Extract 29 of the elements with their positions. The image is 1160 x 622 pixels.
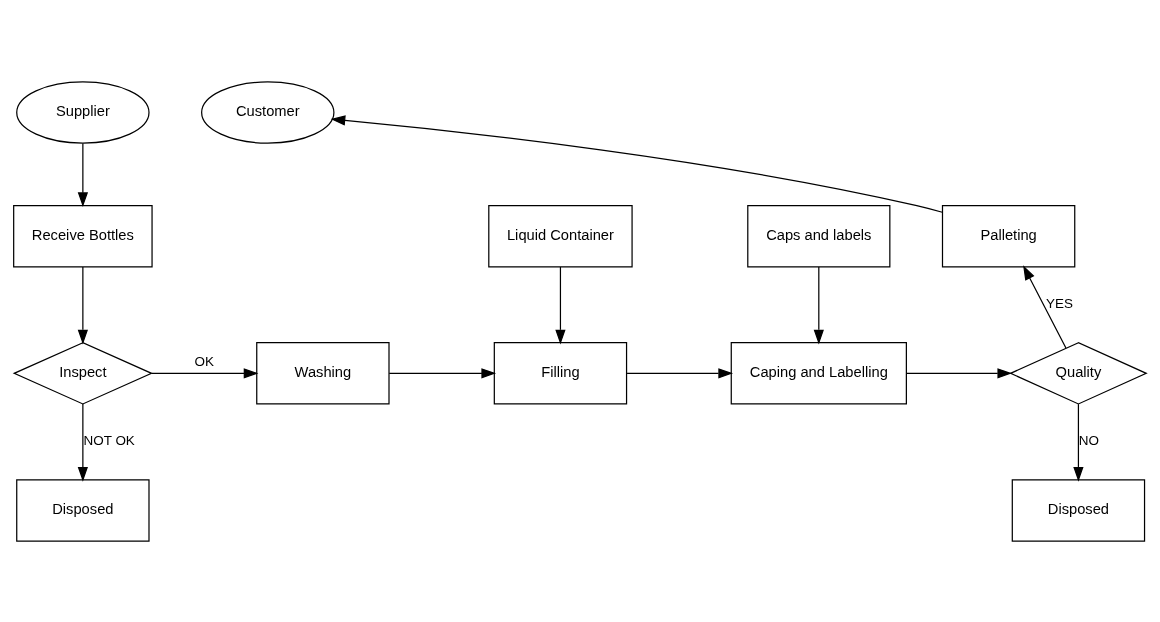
edge-label: OK: [194, 353, 214, 369]
arrow: [813, 265, 824, 344]
arrow: [626, 367, 734, 378]
node-diamond: Inspect: [12, 341, 154, 405]
node-box: Disposed: [1011, 478, 1146, 542]
node-box: Liquid Container: [488, 204, 633, 267]
node-box: Washing: [256, 341, 390, 405]
node-box: Receive Bottles: [13, 204, 153, 267]
arrow: [388, 367, 497, 378]
arrow: [151, 367, 259, 378]
node-box: Filling: [493, 341, 628, 405]
node-diamond: Quality: [1009, 341, 1148, 405]
edge-label: NO: [1078, 432, 1099, 448]
node-ellipse: Supplier: [16, 80, 150, 144]
arrow: [1023, 264, 1067, 349]
node-box: Palleting: [941, 204, 1076, 267]
edge-label: NOT OK: [83, 432, 135, 448]
arrow: [77, 403, 88, 482]
arrow: [330, 114, 943, 213]
node-box: Disposed: [16, 478, 150, 542]
arrow: [905, 367, 1013, 378]
node-box: Caping and Labelling: [730, 341, 907, 405]
node-ellipse: Customer: [201, 80, 335, 144]
node-box: Caps and labels: [747, 204, 891, 267]
arrow: [555, 265, 566, 344]
arrow: [77, 265, 88, 344]
edge-label: YES: [1045, 295, 1073, 311]
arrow: [77, 142, 88, 207]
arrow: [1073, 403, 1084, 482]
